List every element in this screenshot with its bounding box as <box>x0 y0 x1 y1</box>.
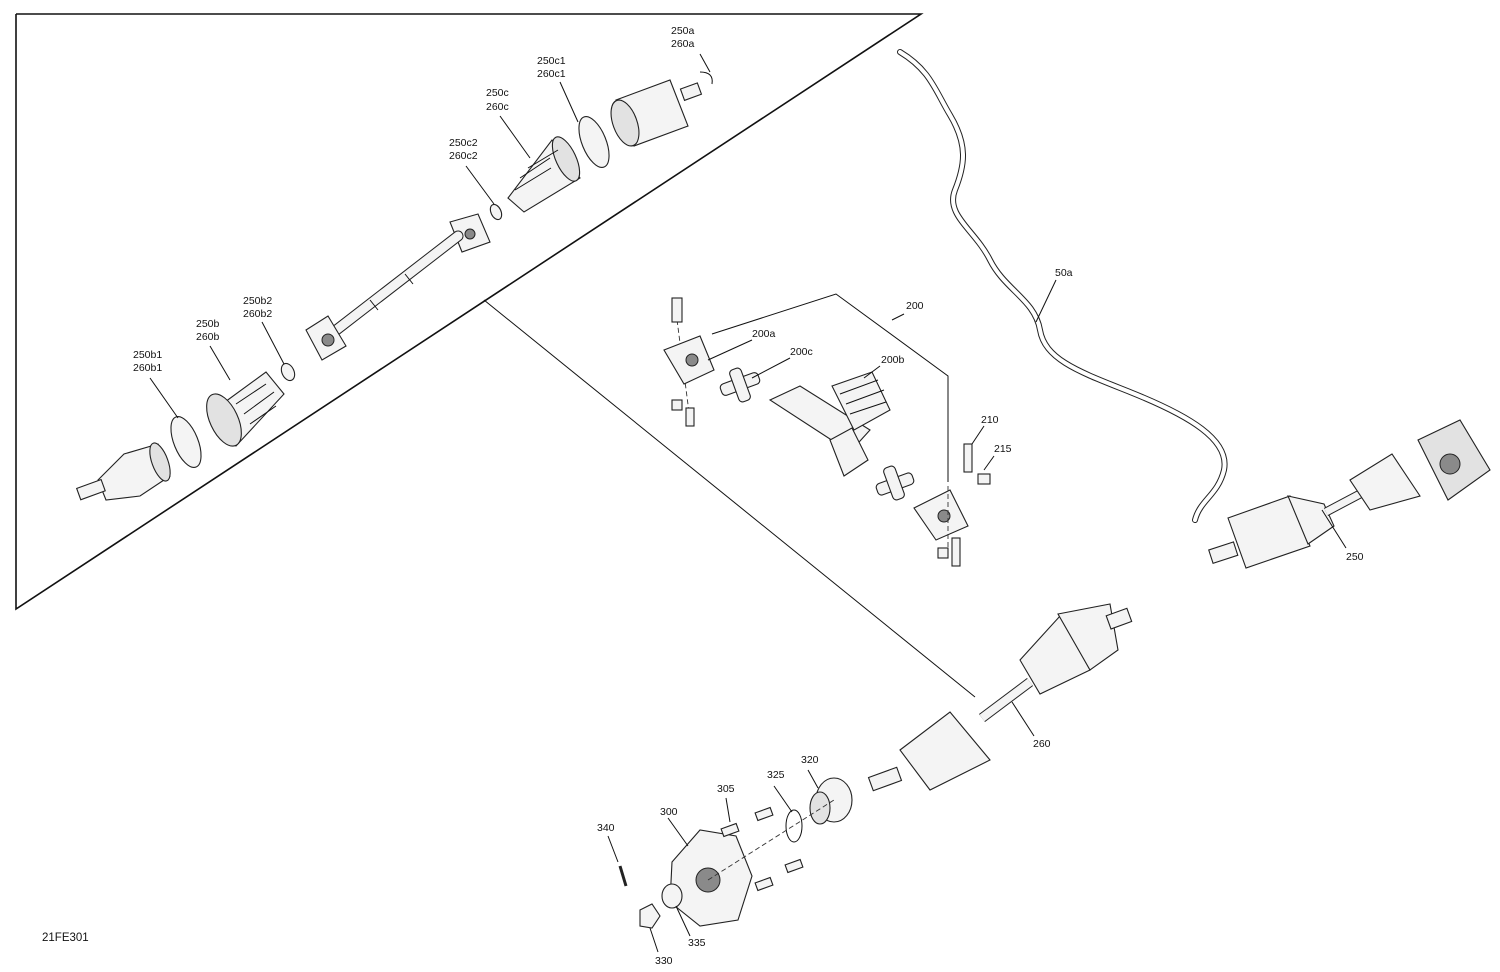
propeller-shaft-boot <box>831 371 891 431</box>
callout-260b2: 260b2 <box>243 308 272 320</box>
callout-200b: 200b <box>881 354 905 366</box>
wheel-hub-assembly <box>618 777 853 929</box>
axle-shaft <box>320 230 464 344</box>
leader-lines <box>149 53 1347 953</box>
callout-260b1: 260b1 <box>133 362 162 374</box>
universal-joint-cross-front <box>719 367 761 403</box>
callout-320: 320 <box>801 754 819 766</box>
universal-joint-cross-rear <box>875 465 915 501</box>
callout-200: 200 <box>906 300 924 312</box>
assembled-axle-rear <box>1208 419 1491 569</box>
callout-340: 340 <box>597 822 615 834</box>
diagram-reference-code: 21FE301 <box>42 932 89 944</box>
inner-bearing-cage <box>449 213 491 253</box>
propeller-shaft-assembly <box>663 297 991 567</box>
assembled-axle-front <box>867 603 1133 792</box>
callout-260c1: 260c1 <box>537 68 566 80</box>
retaining-ring <box>785 809 803 843</box>
callout-260c: 260c <box>486 101 509 113</box>
cotter-pin <box>618 865 628 887</box>
clamp-ring-inner-large <box>170 416 202 468</box>
detail-pointer-line <box>483 299 976 698</box>
callout-305: 305 <box>717 783 735 795</box>
callout-300: 300 <box>660 806 678 818</box>
callout-210: 210 <box>981 414 999 426</box>
callout-260a: 260a <box>671 38 695 50</box>
callout-250: 250 <box>1346 551 1364 563</box>
callout-250c: 250c <box>486 87 509 99</box>
callout-260b: 260b <box>196 331 220 343</box>
callout-250a: 250a <box>671 25 695 37</box>
inner-cv-cage <box>305 315 347 361</box>
breather-hose <box>897 49 1228 523</box>
cv-boot-outer <box>507 136 581 213</box>
callout-labels: 250a 260a 250c1 260c1 250c 260c 250c2 26… <box>133 25 1364 967</box>
detail-inset-frame <box>15 13 976 698</box>
callout-250c1: 250c1 <box>537 55 566 67</box>
callout-260c2: 260c2 <box>449 150 478 162</box>
outer-cv-cup <box>610 71 713 147</box>
callout-260: 260 <box>1033 738 1051 750</box>
hub-washer <box>661 883 683 909</box>
callout-250c2: 250c2 <box>449 137 478 149</box>
callout-330: 330 <box>655 955 673 967</box>
callout-250b: 250b <box>196 318 220 330</box>
callout-250b2: 250b2 <box>243 295 272 307</box>
exploded-drive-shaft <box>75 71 713 501</box>
callout-50a: 50a <box>1055 267 1073 279</box>
callout-215: 215 <box>994 443 1012 455</box>
clamp-ring-small <box>489 203 503 221</box>
callout-250b1: 250b1 <box>133 349 162 361</box>
clamp-ring-large <box>578 116 610 168</box>
hub-nut <box>639 903 661 929</box>
callout-200c: 200c <box>790 346 813 358</box>
clamp-ring-inner-small <box>280 362 296 382</box>
callout-200a: 200a <box>752 328 776 340</box>
cv-boot-inner <box>206 371 285 447</box>
callout-325: 325 <box>767 769 785 781</box>
callout-335: 335 <box>688 937 706 949</box>
inner-cv-housing <box>75 442 171 501</box>
